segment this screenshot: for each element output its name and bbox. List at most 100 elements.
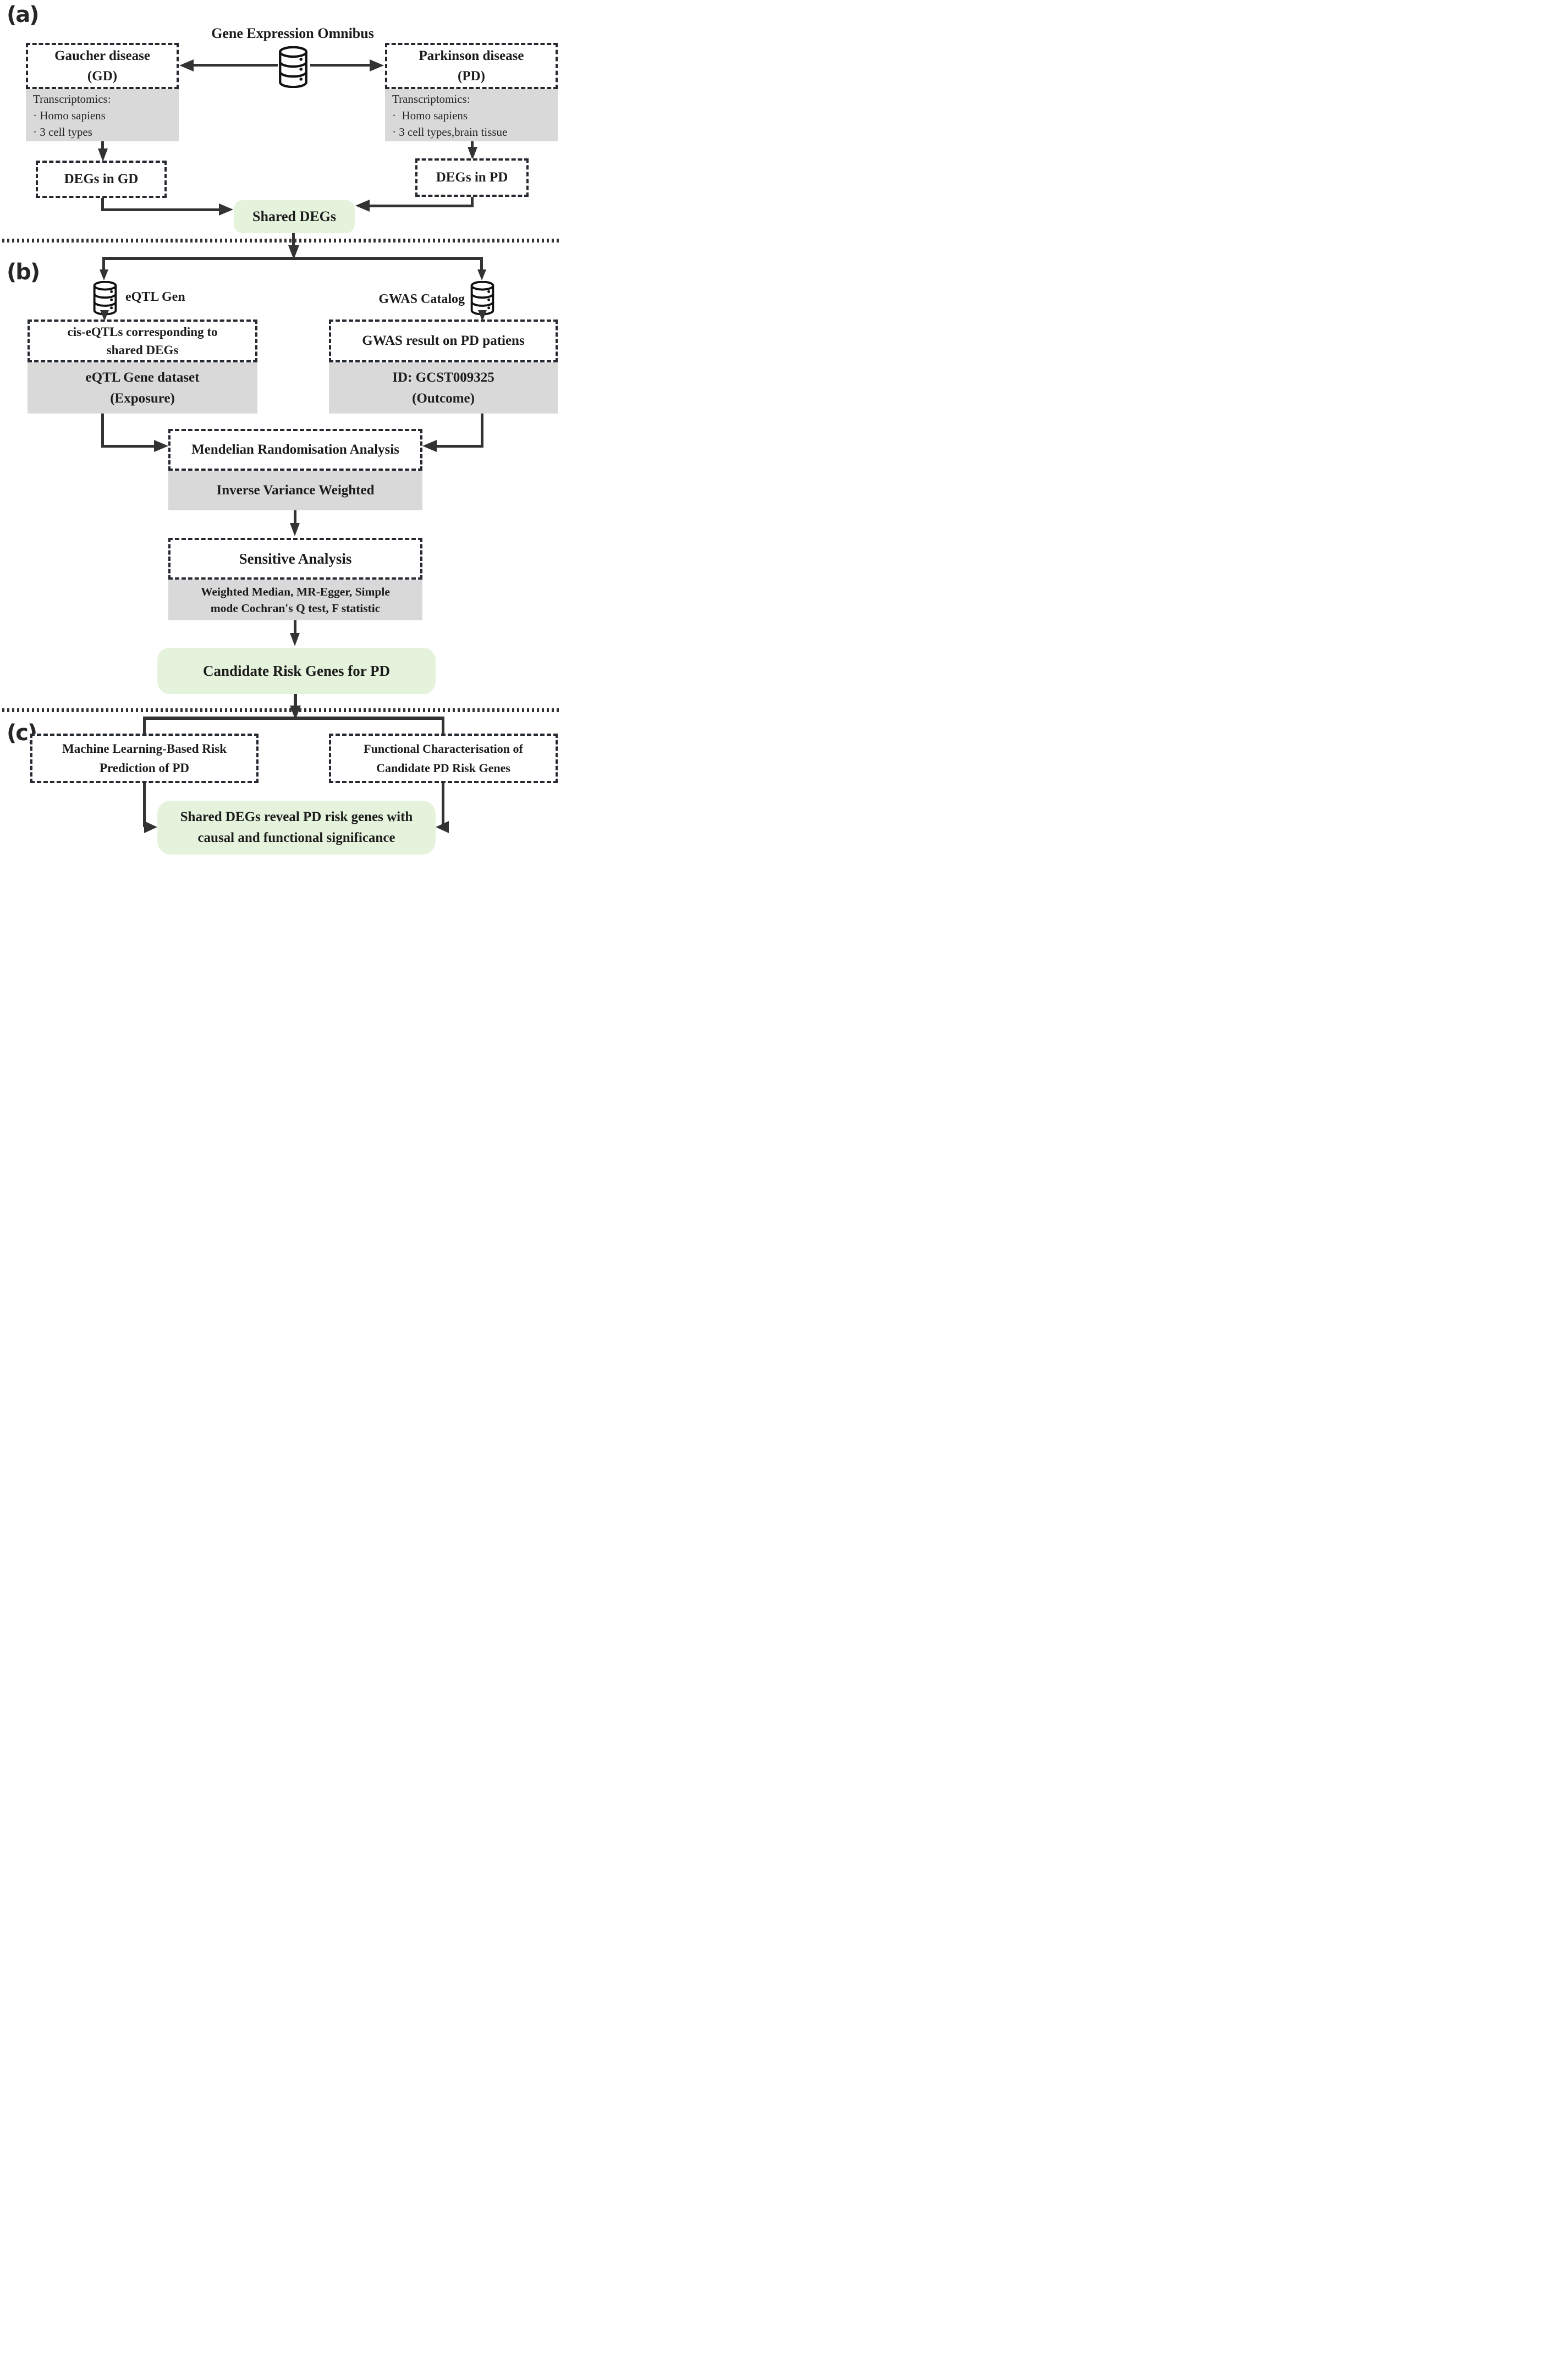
panel-b-label: (b) xyxy=(7,260,40,285)
connector-branch-eqtl xyxy=(102,260,105,270)
parkinson-detail-celltypes: · 3 cell types,brain tissue xyxy=(392,125,508,139)
gaucher-detail-species: · Homo sapiens xyxy=(33,108,106,122)
gaucher-detail-transcriptomics: Transcriptomics: xyxy=(33,92,111,106)
connector-branch-gwas xyxy=(480,260,483,270)
cis-eqtls-line2: shared DEGs xyxy=(106,343,179,357)
connector-pd-to-degs xyxy=(471,141,474,148)
connector-geo-to-pd xyxy=(310,64,371,67)
section-divider-ab xyxy=(2,239,561,243)
conclusion-line2: causal and functional significance xyxy=(197,830,395,845)
connector-functional-down xyxy=(442,783,444,827)
arrowhead-to-parkinson xyxy=(370,59,384,71)
mr-analysis-label: Mendelian Randomisation Analysis xyxy=(191,442,399,457)
cis-eqtls-line1: cis-eQTLs corresponding to xyxy=(67,325,218,339)
arrowhead-into-shared-right xyxy=(355,200,370,212)
gwas-outcome-box: ID: GCST009325 (Outcome) xyxy=(329,362,558,414)
branch-line-c xyxy=(143,717,444,720)
connector-sensitive-down xyxy=(294,620,296,633)
arrowhead-degs-pd xyxy=(468,147,477,160)
ivw-box: Inverse Variance Weighted xyxy=(168,471,422,510)
connector-exposure-down xyxy=(101,414,104,448)
gwas-outcome-line1: ID: GCST009325 xyxy=(392,370,494,385)
connector-shared-down xyxy=(292,233,295,246)
conclusion-line1: Shared DEGs reveal PD risk genes with xyxy=(180,809,413,824)
gaucher-detail-celltypes: · 3 cell types xyxy=(33,125,92,139)
arrowhead-to-eqtl-db xyxy=(100,269,108,280)
candidate-genes-label: Candidate Risk Genes for PD xyxy=(202,662,391,679)
connector-geo-to-gd xyxy=(193,64,278,67)
flowchart-figure: (a) Gene Expression Omnibus Gaucher dise… xyxy=(0,0,563,858)
sensitive-analysis-label: Sensitive Analysis xyxy=(239,550,352,567)
ml-risk-line1: Machine Learning-Based Risk xyxy=(62,742,227,756)
degs-pd-label: DEGs in PD xyxy=(436,170,508,185)
geo-database-title: Gene Expression Omnibus xyxy=(211,25,374,41)
sensitive-analysis-box: Sensitive Analysis xyxy=(168,538,422,580)
eqtl-dataset-line2: (Exposure) xyxy=(110,390,175,406)
mr-analysis-box: Mendelian Randomisation Analysis xyxy=(168,429,422,471)
eqtl-dataset-line1: eQTL Gene dataset xyxy=(85,370,200,385)
eqtl-dataset-box: eQTL Gene dataset (Exposure) xyxy=(28,362,257,414)
parkinson-details-box: Transcriptomics: · Homo sapiens · 3 cell… xyxy=(385,89,558,141)
arrowhead-into-conclusion-left xyxy=(144,821,157,833)
arrowhead-into-shared-left xyxy=(219,203,233,216)
gwas-db-label: GWAS Catalog xyxy=(378,292,465,306)
section-divider-bc xyxy=(2,708,561,712)
arrowhead-to-gwas-db xyxy=(477,269,486,280)
ml-risk-box: Machine Learning-Based Risk Prediction o… xyxy=(30,734,259,783)
arrowhead-candidate-down xyxy=(290,706,301,720)
conclusion-box: Shared DEGs reveal PD risk genes with ca… xyxy=(157,801,436,855)
gwas-outcome-line2: (Outcome) xyxy=(412,390,475,406)
parkinson-title-line1: Parkinson disease xyxy=(419,48,524,63)
gaucher-details-box: Transcriptomics: · Homo sapiens · 3 cell… xyxy=(26,89,179,141)
cis-eqtls-box: cis-eQTLs corresponding to shared DEGs xyxy=(28,319,257,362)
connector-degsgd-down xyxy=(101,198,104,211)
arrowhead-gwas-into-box xyxy=(478,310,487,321)
panel-a-label: (a) xyxy=(7,2,40,27)
database-icon xyxy=(93,281,117,315)
arrowhead-to-sensitive xyxy=(290,523,300,536)
connector-outcome-left xyxy=(437,445,483,448)
functional-line1: Functional Characterisation of xyxy=(364,742,523,756)
shared-degs-label: Shared DEGs xyxy=(252,208,336,224)
gwas-result-label: GWAS result on PD patiens xyxy=(362,333,525,348)
sensitive-methods-line1: Weighted Median, MR-Egger, Simple xyxy=(201,585,390,598)
connector-gd-to-degs xyxy=(101,141,104,149)
sensitive-methods-line2: mode Cochran's Q test, F statistic xyxy=(210,602,381,615)
gaucher-title-line2: (GD) xyxy=(87,69,118,84)
database-icon xyxy=(470,281,494,315)
degs-gd-box: DEGs in GD xyxy=(36,161,167,198)
gwas-result-box: GWAS result on PD patiens xyxy=(329,319,558,362)
parkinson-title-line2: (PD) xyxy=(458,69,485,84)
connector-ml-down xyxy=(143,783,146,827)
connector-degspd-down xyxy=(471,197,474,207)
shared-degs-box: Shared DEGs xyxy=(234,200,355,233)
arrowhead-to-candidate xyxy=(290,633,300,646)
connector-exposure-right xyxy=(101,445,156,448)
arrowhead-eqtl-into-box xyxy=(100,310,109,321)
branch-line-b xyxy=(102,257,483,260)
degs-pd-box: DEGs in PD xyxy=(415,158,529,197)
parkinson-detail-transcriptomics: Transcriptomics: xyxy=(392,92,470,106)
candidate-genes-box: Candidate Risk Genes for PD xyxy=(157,648,436,694)
arrowhead-to-gaucher xyxy=(179,59,194,71)
connector-branch-ml xyxy=(143,720,146,734)
gaucher-title-line1: Gaucher disease xyxy=(54,48,150,63)
database-icon xyxy=(279,46,307,88)
ml-risk-line2: Prediction of PD xyxy=(99,761,190,775)
arrowhead-degs-gd xyxy=(98,148,108,162)
connector-ivw-down xyxy=(294,510,296,524)
connector-outcome-down xyxy=(481,414,483,448)
eqtl-db-label: eQTL Gen xyxy=(125,290,185,304)
arrowhead-into-mr-right xyxy=(422,440,437,452)
connector-degspd-left xyxy=(369,205,474,207)
parkinson-disease-box: Parkinson disease (PD) xyxy=(385,43,558,89)
connector-branch-functional xyxy=(442,720,444,734)
functional-line2: Candidate PD Risk Genes xyxy=(376,761,510,775)
ivw-label: Inverse Variance Weighted xyxy=(216,483,375,498)
gaucher-disease-box: Gaucher disease (GD) xyxy=(26,43,179,89)
sensitive-methods-box: Weighted Median, MR-Egger, Simple mode C… xyxy=(168,580,422,620)
connector-candidate-down xyxy=(294,694,297,706)
arrowhead-shared-down xyxy=(288,245,299,260)
connector-degsgd-right xyxy=(101,208,220,211)
functional-characterisation-box: Functional Characterisation of Candidate… xyxy=(329,734,558,783)
